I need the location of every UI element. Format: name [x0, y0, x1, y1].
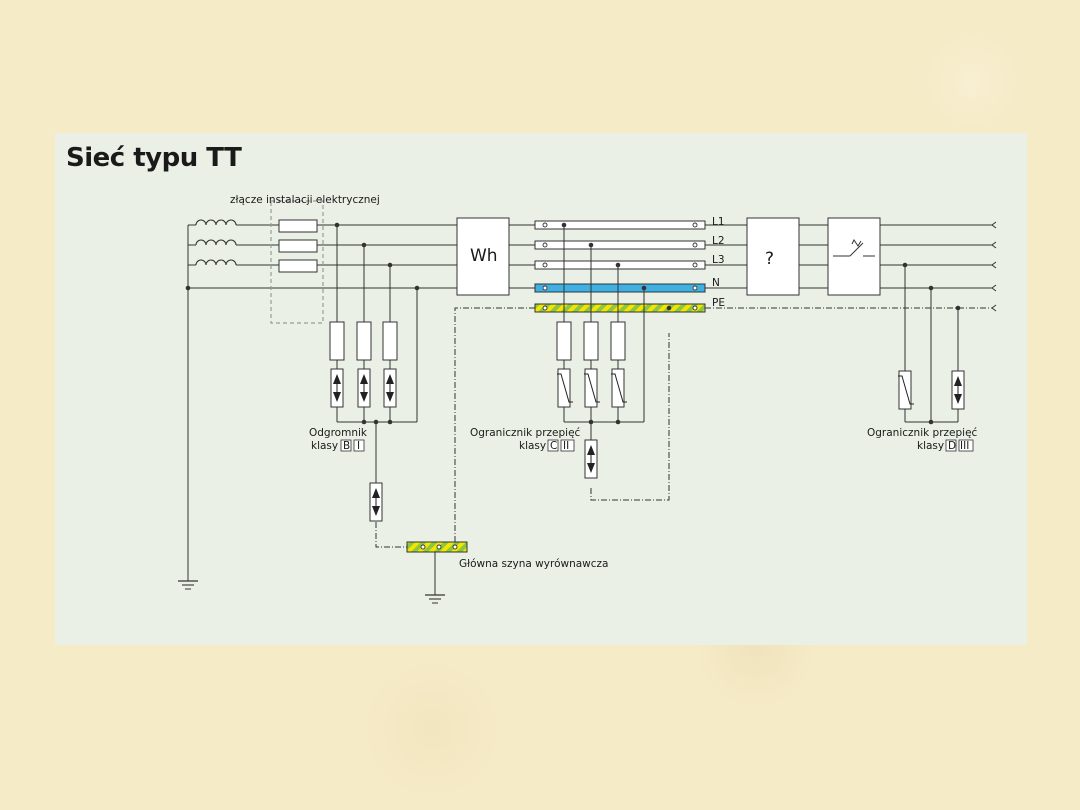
source-ground-icon	[177, 572, 199, 590]
limiter-d-label: Ogranicznik przepięć	[867, 427, 978, 439]
bus-ground-icon	[424, 586, 446, 604]
class-b-badge: B	[343, 440, 350, 452]
switch-icon	[833, 239, 875, 257]
n-label: N	[712, 277, 720, 289]
class-word-d: klasy	[917, 440, 944, 452]
pe-label: PE	[712, 297, 725, 309]
tt-network-diagram: złącze instalacji elektrycznej Wh ? L1 L…	[177, 194, 997, 604]
arrester-b-label: Odgromnik	[309, 427, 368, 439]
junction-box	[270, 200, 324, 324]
junction-label: złącze instalacji elektrycznej	[230, 194, 380, 206]
class-d-badge: D	[948, 440, 956, 452]
class-word-c: klasy	[519, 440, 546, 452]
l3-label: L3	[712, 254, 725, 266]
class-b-roman: I	[357, 440, 360, 452]
l1-label: L1	[712, 216, 725, 228]
page-title: Sieć typu TT	[66, 143, 242, 173]
rcd-label: ?	[765, 249, 774, 269]
meter-label: Wh	[470, 246, 498, 266]
limiter-c-label: Ogranicznik przepięć	[470, 427, 581, 439]
l2-label: L2	[712, 235, 725, 247]
class-d-roman: III	[960, 440, 969, 452]
diagram-panel: Sieć typu TT	[55, 133, 1027, 645]
class-word-b: klasy	[311, 440, 338, 452]
neutral-busbar	[534, 283, 706, 293]
main-bus-label: Główna szyna wyrównawcza	[459, 558, 608, 570]
class-c-badge: C	[550, 440, 557, 452]
pe-busbar	[534, 303, 706, 313]
class-c-roman: II	[563, 440, 569, 452]
